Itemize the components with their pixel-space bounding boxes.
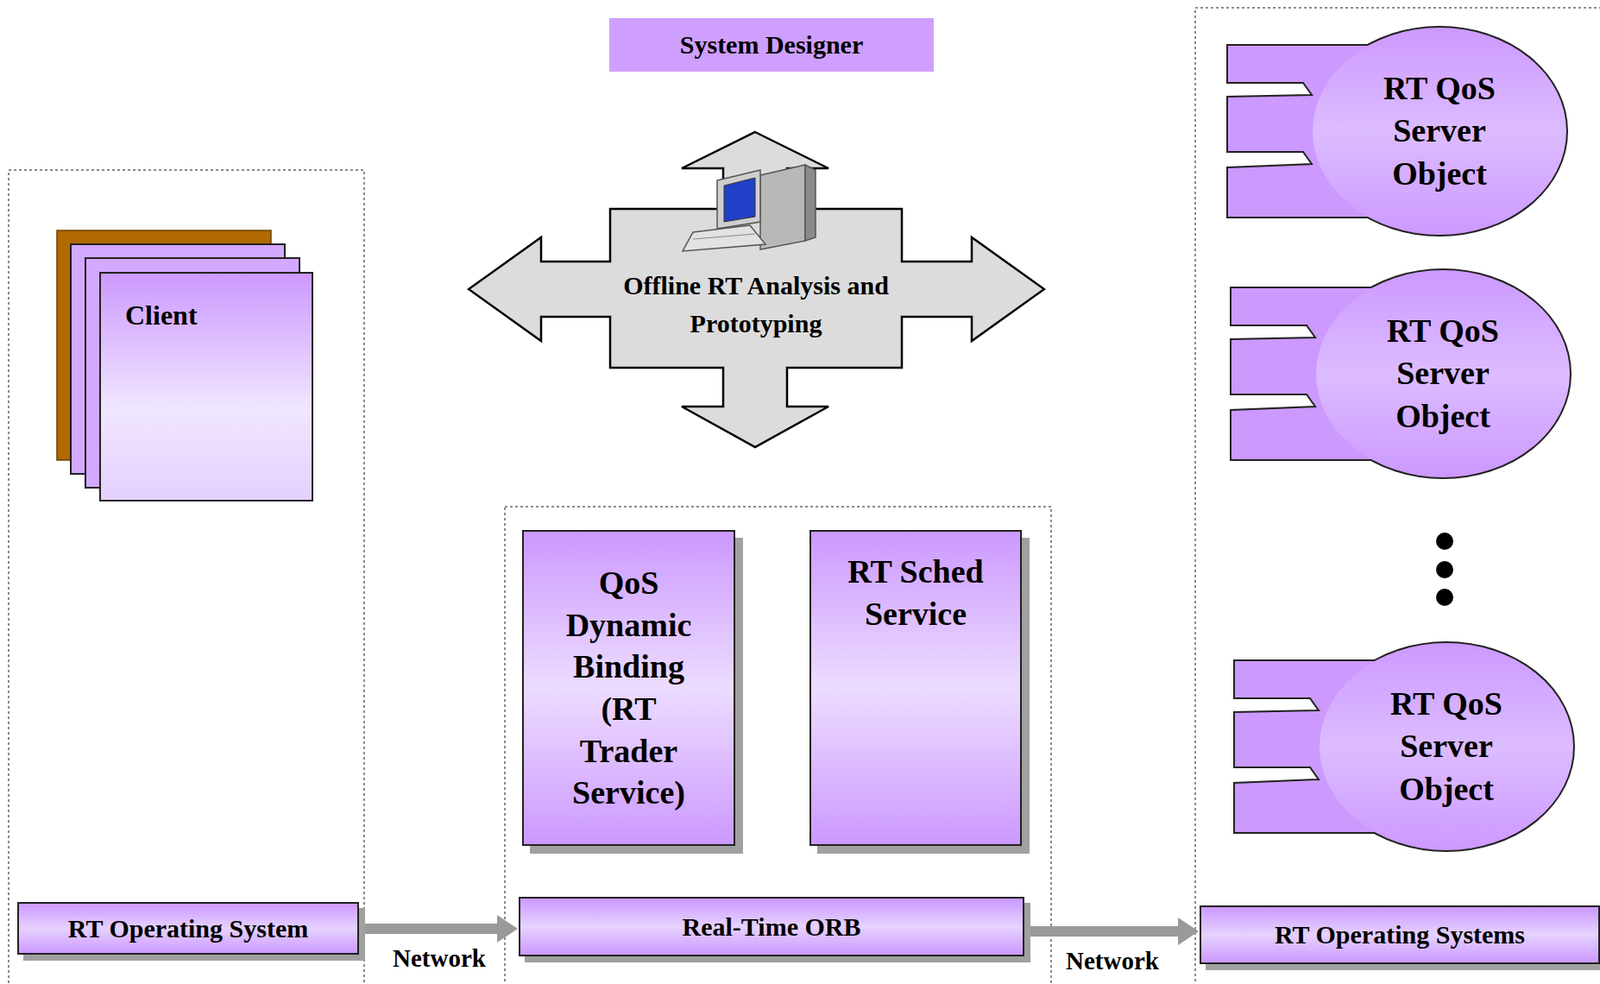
orb-bar: Real-Time ORB [518,896,1025,957]
node-text: RT Sched Service [837,550,994,635]
server-object: RT QoS Server Object [1225,25,1569,237]
node-text: RT QoS Server Object [1360,682,1533,811]
network-arrow [1025,917,1199,945]
edge-label: Network [390,944,488,973]
ellipsis-dot [1436,532,1454,550]
node-text: System Designer [680,30,863,60]
node-text: RT QoS Server Object [1356,309,1530,438]
node-text: Offline RT Analysis and Prototyping [622,266,890,342]
service-box: RT Sched Service [809,529,1022,846]
ellipsis-dot [1436,588,1454,606]
os-bar: RT Operating Systems [1199,905,1600,964]
edge-label: Network [1064,946,1161,976]
client-box: Client [99,271,314,502]
middleware-region [504,506,1052,984]
server-object: RT QoS Server Object [1232,641,1576,852]
node-text: Real-Time ORB [682,912,862,942]
client-region [8,170,365,984]
node-text: RT QoS Server Object [1353,67,1526,196]
ellipsis-dot [1436,560,1454,579]
cross-arrow: Offline RT Analysis and Prototyping [466,130,1046,449]
designer-box: System Designer [609,18,934,72]
cross-outline [468,132,1045,448]
network-arrow [359,914,518,943]
os-bar: RT Operating System [17,901,360,955]
node-text: RT Operating Systems [1274,919,1525,950]
computer-icon [682,164,816,252]
node-text: QoS Dynamic Binding (RT Trader Service) [551,561,707,814]
service-box: QoS Dynamic Binding (RT Trader Service) [522,529,736,846]
server-region [1195,7,1600,984]
node-text: RT Operating System [68,913,309,944]
server-object: RT QoS Server Object [1228,268,1573,479]
node-text: Client [125,299,312,332]
